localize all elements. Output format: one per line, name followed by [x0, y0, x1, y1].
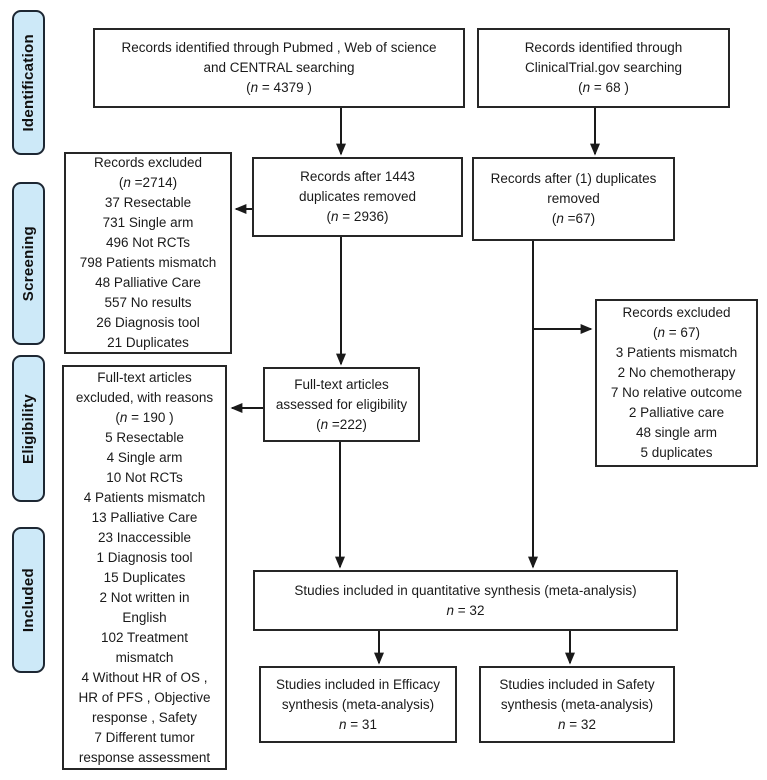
box-text-line: Full-text articles	[97, 369, 192, 385]
box-text-line: 5 Resectable	[105, 429, 184, 445]
box-count-line: (n =2714)	[118, 175, 178, 190]
box-after-duplicates-databases: Records after 1443 duplicates removed (n…	[252, 157, 463, 237]
box-text-line: Records excluded	[93, 155, 203, 170]
box-text-line: Records excluded	[622, 305, 731, 320]
box-text-line: 4 Without HR of OS ,	[81, 669, 208, 685]
box-count-line: n = 32	[446, 602, 485, 618]
box-identified-databases: Records identified through Pubmed , Web …	[93, 28, 465, 108]
box-quantitative-synthesis: Studies included in quantitative synthes…	[253, 570, 678, 631]
box-text-line: 10 Not RCTs	[106, 469, 183, 485]
box-text-line: Studies included in quantitative synthes…	[294, 582, 637, 598]
box-text-line: Records after 1443	[300, 169, 415, 184]
box-text-line: 2 Not written in	[99, 589, 190, 605]
box-text-line: and CENTRAL searching	[203, 60, 355, 75]
box-fulltext-assessed: Full-text articles assessed for eligibil…	[263, 367, 420, 442]
stage-label-eligibility: Eligibility	[12, 355, 45, 502]
box-records-excluded-registry: Records excluded (n = 67) 3 Patients mis…	[595, 299, 758, 467]
box-count-line: (n = 4379 )	[246, 80, 312, 95]
box-efficacy-synthesis: Studies included in Efficacy synthesis (…	[259, 666, 457, 743]
box-text-line: assessed for eligibility	[275, 396, 408, 412]
box-count-line: (n = 68 )	[578, 80, 629, 95]
box-text-line: Studies included in Efficacy	[275, 676, 441, 692]
box-safety-synthesis: Studies included in Safety synthesis (me…	[479, 666, 675, 743]
box-text-line: mismatch	[115, 649, 174, 665]
box-text-line: response , Safety	[91, 709, 198, 725]
box-text-line: synthesis (meta-analysis)	[500, 696, 654, 712]
box-text-line: 21 Duplicates	[107, 335, 189, 350]
stage-label-screening: Screening	[12, 182, 45, 345]
box-text-line: Records identified through Pubmed , Web …	[121, 40, 437, 55]
box-text-line: 798 Patients mismatch	[79, 255, 217, 270]
box-count-line: (n = 2936)	[326, 209, 389, 224]
box-text-line: ClinicalTrial.gov searching	[524, 60, 683, 75]
stage-label-text: Identification	[20, 33, 37, 132]
box-text-line: 48 Palliative Care	[95, 275, 201, 290]
box-text-line: Records identified through	[524, 40, 683, 55]
box-text-line: 3 Patients mismatch	[615, 345, 738, 360]
box-count-line: n = 31	[339, 716, 377, 732]
box-text-line: HR of PFS , Objective	[78, 689, 211, 705]
box-count-line: n = 32	[558, 716, 596, 732]
box-count-line: (n =67)	[551, 211, 596, 226]
box-count-line: (n = 67)	[653, 325, 700, 340]
box-text-line: 13 Palliative Care	[91, 509, 198, 525]
box-count-line: (n =222)	[316, 416, 367, 432]
box-text-line: 48 single arm	[635, 425, 718, 440]
box-text-line: duplicates removed	[298, 189, 417, 204]
box-text-line: 4 Patients mismatch	[83, 489, 206, 505]
box-text-line: excluded, with reasons	[75, 389, 214, 405]
box-count-line: (n = 190 )	[115, 409, 174, 425]
stage-label-identification: Identification	[12, 10, 45, 155]
box-text-line: 557 No results	[104, 295, 192, 310]
box-text-line: 7 Different tumor	[94, 729, 195, 745]
box-text-line: Records after (1) duplicates	[490, 171, 657, 186]
box-text-line: Full-text articles	[294, 376, 389, 392]
box-text-line: 2 Palliative care	[628, 405, 725, 420]
box-text-line: 26 Diagnosis tool	[96, 315, 200, 330]
box-identified-registry: Records identified through ClinicalTrial…	[477, 28, 730, 108]
box-text-line: 102 Treatment	[100, 629, 189, 645]
box-text-line: 7 No relative outcome	[610, 385, 743, 400]
box-after-duplicates-registry: Records after (1) duplicates removed (n …	[472, 157, 675, 241]
box-text-line: 37 Resectable	[104, 195, 192, 210]
box-fulltext-excluded: Full-text articles excluded, with reason…	[62, 365, 227, 770]
box-text-line: synthesis (meta-analysis)	[281, 696, 435, 712]
stage-label-text: Eligibility	[20, 393, 37, 464]
box-text-line: 5 duplicates	[640, 445, 713, 460]
box-text-line: 496 Not RCTs	[105, 235, 191, 250]
box-text-line: 15 Duplicates	[103, 569, 186, 585]
box-text-line: response assessment	[78, 749, 211, 765]
stage-label-text: Screening	[20, 225, 37, 302]
box-text-line: English	[122, 609, 167, 625]
box-text-line: 4 Single arm	[106, 449, 183, 465]
box-text-line: 1 Diagnosis tool	[96, 549, 193, 565]
box-text-line: 2 No chemotherapy	[617, 365, 736, 380]
box-text-line: 23 Inaccessible	[97, 529, 192, 545]
box-text-line: 731 Single arm	[102, 215, 194, 230]
stage-label-included: Included	[12, 527, 45, 673]
box-records-excluded-screening: Records excluded (n =2714) 37 Resectable…	[64, 152, 232, 354]
stage-label-text: Included	[20, 567, 37, 633]
box-text-line: Studies included in Safety	[499, 676, 655, 692]
box-text-line: removed	[547, 191, 600, 206]
